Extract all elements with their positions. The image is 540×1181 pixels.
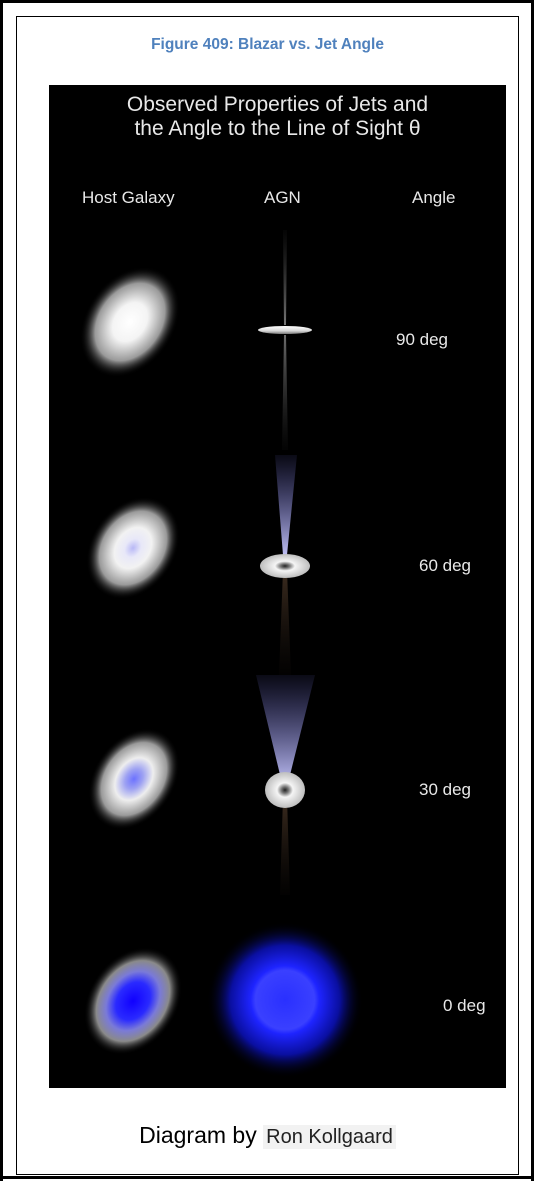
host-galaxy-60 <box>86 496 180 600</box>
column-header-host-galaxy: Host Galaxy <box>82 188 175 207</box>
jet-down-90 <box>282 335 288 450</box>
credit-prefix: Diagram by <box>139 1122 257 1148</box>
angle-label-90: 90 deg <box>396 330 448 349</box>
jet-down-30 <box>280 797 290 895</box>
page-frame-bottom <box>0 1176 534 1179</box>
column-header-agn: AGN <box>264 188 301 207</box>
agn-disk-90 <box>258 326 312 334</box>
angle-label-30: 30 deg <box>419 780 471 799</box>
agn-disk-30 <box>265 772 305 808</box>
page-frame-inner <box>16 16 519 1175</box>
jet-up-90 <box>283 230 287 325</box>
figure-caption: Figure 409: Blazar vs. Jet Angle <box>151 36 384 53</box>
host-galaxy-90 <box>80 266 180 378</box>
column-header-angle: Angle <box>412 188 456 207</box>
angle-label-60: 60 deg <box>419 556 471 575</box>
angle-label-0: 0 deg <box>443 996 486 1015</box>
jet-up-30 <box>256 675 315 783</box>
diagram-panel: Observed Properties of Jets and the Angl… <box>49 85 506 1088</box>
diagram-art <box>80 230 363 1078</box>
host-galaxy-30 <box>88 728 180 830</box>
agn-disk-60 <box>260 554 310 578</box>
jet-down-60 <box>279 570 291 675</box>
agn-blazar-0 <box>207 922 363 1078</box>
host-galaxy-0 <box>83 947 183 1055</box>
jet-up-60 <box>275 455 297 555</box>
credit-author: Ron Kollgaard <box>263 1125 396 1149</box>
diagram-credit: Diagram by Ron Kollgaard <box>16 1122 519 1149</box>
diagram-title: Observed Properties of Jets and the Angl… <box>126 93 429 140</box>
